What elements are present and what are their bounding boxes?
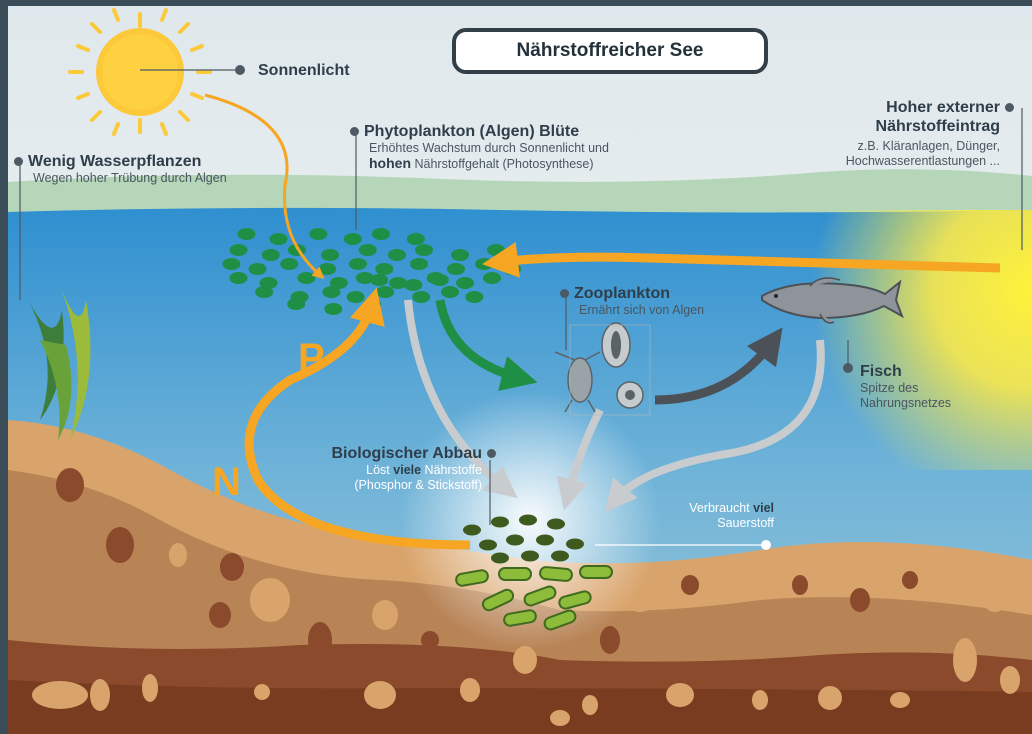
alga [322, 286, 340, 298]
alga [287, 298, 305, 310]
fish-desc2: Nahrungsnetzes [860, 396, 951, 411]
alga [456, 277, 474, 289]
alga [415, 244, 433, 256]
alga [321, 249, 339, 261]
alga [388, 249, 406, 261]
phyto-dot [350, 127, 359, 136]
plants-desc: Wegen hoher Trübung durch Algen [33, 171, 227, 186]
decomp-line2: (Phosphor & Stickstoff) [270, 478, 482, 493]
zooplankton-desc: Ernährt sich von Algen [579, 303, 704, 318]
decomp-line1-post: Nährstoffe [421, 463, 482, 477]
dead-alga [566, 539, 584, 550]
alga [465, 291, 483, 303]
dead-alga [536, 535, 554, 546]
alga [229, 244, 247, 256]
alga [431, 274, 449, 286]
alga [375, 263, 393, 275]
alga [475, 258, 493, 270]
alga [309, 228, 327, 240]
alga [370, 274, 388, 286]
fish-desc1: Spitze des [860, 381, 951, 396]
nitrogen-letter: N [212, 460, 241, 505]
oxygen-label: Verbraucht viel Sauerstoff [620, 501, 774, 531]
alga [229, 272, 247, 284]
alga [389, 277, 407, 289]
oxygen-line2: Sauerstoff [620, 516, 774, 531]
plants-title: Wenig Wasserpflanzen [28, 153, 201, 170]
alga [262, 249, 280, 261]
dead-alga [547, 519, 565, 530]
decomp-title: Biologischer Abbau [331, 445, 482, 462]
external-desc1: z.B. Kläranlagen, Dünger, [774, 139, 1000, 154]
fish-title: Fisch [860, 362, 951, 381]
alga [344, 233, 362, 245]
bacterium [499, 568, 531, 580]
phyto-title: Phytoplankton (Algen) Blüte [364, 123, 579, 140]
alga [407, 233, 425, 245]
alga [412, 291, 430, 303]
dead-alga [506, 535, 524, 546]
dead-alga [491, 553, 509, 564]
oxygen-line1-pre: Verbraucht [689, 501, 753, 515]
sun-leader-dot [235, 65, 245, 75]
zooplankton-title: Zooplankton [574, 285, 670, 302]
alga [483, 272, 501, 284]
phyto-line1: Erhöhtes Wachstum durch Sonnenlicht und [369, 141, 690, 156]
alga [447, 263, 465, 275]
phyto-line2: Nährstoffgehalt (Photosynthese) [411, 157, 594, 171]
phyto-bold: hohen [369, 155, 411, 171]
alga [441, 286, 459, 298]
alga [324, 303, 342, 315]
alga [349, 258, 367, 270]
alga [410, 258, 428, 270]
plants-dot [14, 157, 23, 166]
decomp-dot [487, 449, 496, 458]
sunlight-glow [780, 210, 1032, 470]
alga [359, 244, 377, 256]
oxygen-leader-dot [761, 540, 771, 550]
alga [280, 258, 298, 270]
oxygen-line1-bold: viel [753, 501, 774, 515]
bacterium [540, 567, 573, 582]
plants-label: Wenig Wasserpflanzen Wegen hoher Trübung… [14, 152, 227, 186]
dead-alga [519, 515, 537, 526]
dead-alga [463, 525, 481, 536]
external-desc2: Hochwasserentlastungen ... [774, 154, 1000, 169]
page-title: Nährstoffreicher See [452, 28, 768, 74]
external-dot [1005, 103, 1014, 112]
fish-label: Fisch Spitze des Nahrungsnetzes [860, 362, 951, 411]
alga [376, 286, 394, 298]
alga [297, 272, 315, 284]
phosphorus-letter: P [298, 336, 325, 381]
fish-leader-dot [843, 363, 853, 373]
alga [222, 258, 240, 270]
alga [249, 263, 267, 275]
bacterium [580, 566, 612, 578]
phyto-label: Phytoplankton (Algen) Blüte Erhöhtes Wac… [350, 122, 690, 172]
zooplankton-label: Zooplankton Ernährt sich von Algen [560, 284, 704, 318]
alga [270, 233, 288, 245]
alga [372, 228, 390, 240]
alga [238, 228, 256, 240]
decomposition-label: Biologischer Abbau Löst viele Nährstoffe… [270, 444, 496, 493]
dead-alga [479, 540, 497, 551]
alga [404, 279, 422, 291]
alga [451, 249, 469, 261]
sun-label-text: Sonnenlicht [258, 62, 350, 79]
decomp-line1-bold: viele [393, 463, 421, 477]
external-label: Hoher externer Nährstoffeintrag z.B. Klä… [774, 98, 1014, 169]
dead-alga [491, 517, 509, 528]
alga [487, 244, 505, 256]
zooplankton-dot [560, 289, 569, 298]
sun-label: Sonnenlicht [258, 61, 350, 80]
external-title2: Nährstoffeintrag [774, 117, 1000, 136]
alga [255, 286, 273, 298]
dead-alga [551, 551, 569, 562]
alga [318, 263, 336, 275]
dead-alga [521, 551, 539, 562]
alga [347, 291, 365, 303]
external-title1: Hoher externer [886, 99, 1000, 116]
decomp-line1-pre: Löst [366, 463, 393, 477]
